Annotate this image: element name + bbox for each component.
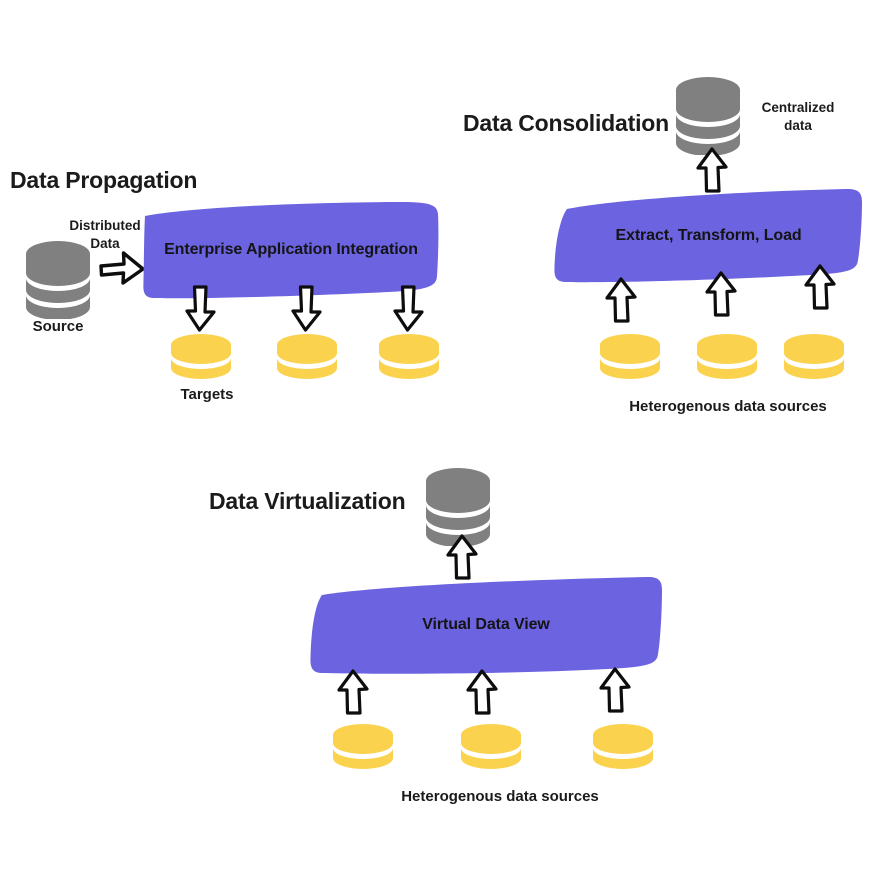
arrow-down-icon-eai-target-3	[390, 284, 428, 334]
database-yellow-icon-target-3	[377, 332, 441, 380]
process-band-extract-transform-load: Extract, Transform, Load	[553, 187, 864, 284]
section-title-data-virtualization: Data Virtualization	[209, 488, 406, 514]
band-label-etl: Extract, Transform, Load	[615, 226, 802, 244]
band-label-vdv: Virtual Data View	[422, 616, 550, 633]
database-yellow-icon-target-1	[169, 332, 233, 380]
arrow-up-icon-vdv-to-virtual-db	[443, 533, 481, 581]
heterogenous-sources-label-virtualization: Heterogenous data sources	[401, 788, 599, 805]
section-title-data-propagation: Data Propagation	[10, 167, 198, 193]
database-yellow-icon-consolidation-source-2	[695, 332, 759, 380]
band-label-eai: Enterprise Application Integration	[164, 241, 418, 258]
database-yellow-icon-virtualization-source-3	[591, 722, 655, 770]
targets-label: Targets	[180, 386, 234, 403]
arrow-up-icon-source-to-etl-2	[702, 270, 740, 318]
centralized-data-label: Centralized data	[761, 100, 835, 134]
arrow-up-icon-source-to-etl-1	[602, 276, 640, 324]
arrow-up-icon-etl-to-centralized	[693, 146, 731, 194]
arrow-up-icon-source-to-vdv-1	[334, 668, 372, 716]
database-yellow-icon-virtualization-source-1	[331, 722, 395, 770]
database-yellow-icon-target-2	[275, 332, 339, 380]
arrow-up-icon-source-to-etl-3	[801, 263, 839, 311]
arrow-down-icon-eai-target-1	[182, 284, 220, 334]
arrow-down-icon-eai-target-2	[288, 284, 326, 334]
source-label: Source	[32, 318, 84, 335]
arrow-right-icon-source-to-eai	[98, 248, 146, 290]
database-grey-icon-virtual	[424, 466, 492, 546]
database-grey-icon-centralized	[674, 75, 742, 155]
arrow-up-icon-source-to-vdv-3	[596, 666, 634, 714]
database-yellow-icon-virtualization-source-2	[459, 722, 523, 770]
database-grey-icon-source	[24, 239, 92, 319]
database-yellow-icon-consolidation-source-3	[782, 332, 846, 380]
arrow-up-icon-source-to-vdv-2	[463, 668, 501, 716]
process-band-virtual-data-view: Virtual Data View	[308, 575, 664, 675]
database-yellow-icon-consolidation-source-1	[598, 332, 662, 380]
distributed-data-label: Distributed Data	[69, 218, 141, 252]
process-band-enterprise-application-integration: Enterprise Application Integration	[141, 200, 441, 300]
heterogenous-sources-label-consolidation: Heterogenous data sources	[629, 398, 827, 415]
section-title-data-consolidation: Data Consolidation	[463, 110, 669, 136]
